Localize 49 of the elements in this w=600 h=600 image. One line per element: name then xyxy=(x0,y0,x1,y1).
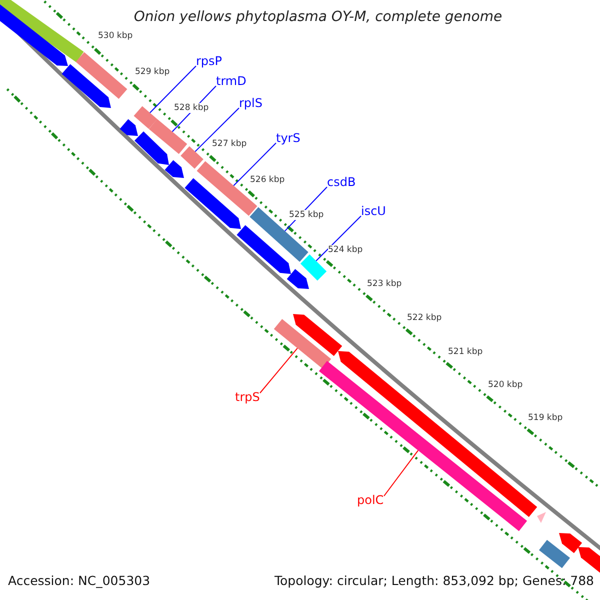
accession-text: Accession: NC_005303 xyxy=(8,573,150,588)
gene-bar xyxy=(286,269,309,289)
scale-label: 525 kbp xyxy=(289,210,324,220)
gene-label: rpsP xyxy=(196,54,222,68)
gene-label: tyrS xyxy=(276,131,300,145)
leader-line xyxy=(316,216,362,262)
scale-label: 521 kbp xyxy=(448,347,483,357)
gene-bar xyxy=(148,119,188,154)
scale-label: 527 kbp xyxy=(212,139,247,149)
leader-line xyxy=(384,450,419,496)
gene-label: rplS xyxy=(239,96,263,110)
gene-bar xyxy=(318,360,528,532)
diagram-title: Onion yellows phytoplasma OY-M, complete genome xyxy=(132,9,504,25)
scale-label: 523 kbp xyxy=(367,279,402,289)
gene-bar xyxy=(0,0,84,62)
leader-line xyxy=(233,142,276,186)
leader-line xyxy=(194,108,240,152)
gene-bar xyxy=(293,314,342,356)
gene-bar xyxy=(539,540,570,568)
scale-label: 529 kbp xyxy=(135,67,170,77)
gene-bar xyxy=(76,52,128,99)
gene-bar xyxy=(62,64,111,108)
gene-bar xyxy=(184,178,241,229)
gene-bar xyxy=(274,318,332,370)
gene-label: polC xyxy=(357,493,384,507)
scale-label: 524 kbp xyxy=(328,245,363,255)
scale-label: 520 kbp xyxy=(488,380,523,390)
gene-label: trpS xyxy=(235,390,260,404)
leader-line xyxy=(149,66,196,114)
gene-marker xyxy=(537,512,546,523)
gene-bar xyxy=(134,106,158,129)
gene-label: iscU xyxy=(361,204,386,218)
genome-info-text: Topology: circular; Length: 853,092 bp; Genes: 788 xyxy=(274,573,594,588)
gene-bar xyxy=(236,225,291,274)
gene-bar xyxy=(164,160,184,178)
gene-bar xyxy=(250,207,308,262)
scale-label: 522 kbp xyxy=(407,313,442,323)
gene-bar xyxy=(134,131,169,165)
scale-label: 528 kbp xyxy=(174,103,209,113)
scale-label: 519 kbp xyxy=(528,413,563,423)
gene-bar xyxy=(300,254,327,281)
gene-bar xyxy=(559,533,582,554)
gene-bar xyxy=(180,146,204,169)
gene-label: trmD xyxy=(216,74,246,88)
scale-label: 526 kbp xyxy=(250,175,285,185)
gene-bar xyxy=(120,119,138,136)
gene-label: csdB xyxy=(327,175,356,189)
scale-label: 530 kbp xyxy=(98,31,133,41)
leader-line xyxy=(260,348,298,394)
